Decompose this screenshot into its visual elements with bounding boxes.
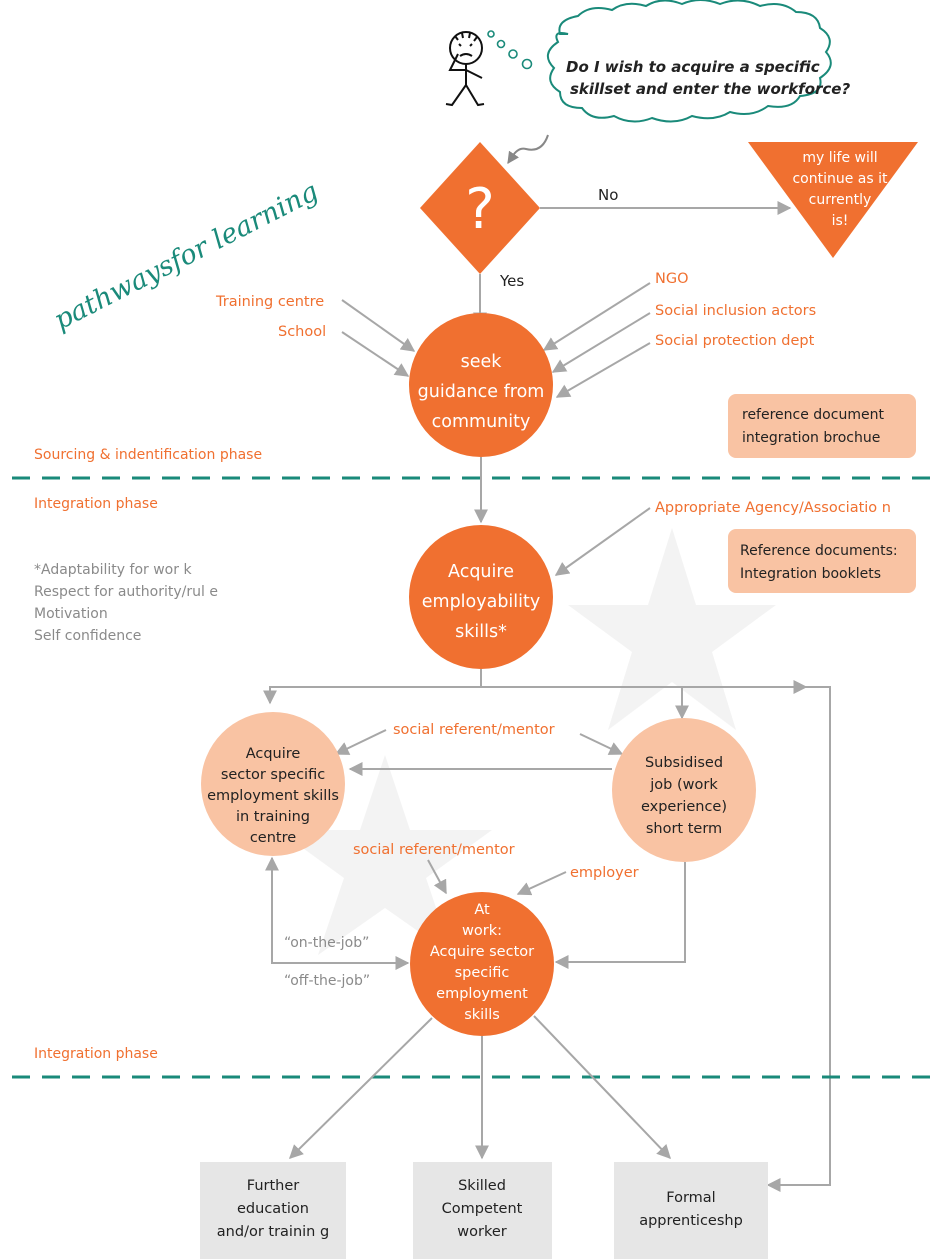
off-the-job-label: “off-the-job” <box>284 973 370 989</box>
outcome2-line-2: Competent <box>442 1201 523 1217</box>
mentor-bottom-label: social referent/mentor <box>353 842 515 858</box>
at-work-line-4: specific <box>455 965 510 981</box>
source-school: School <box>278 324 326 340</box>
employability-line-3: skills* <box>455 622 507 642</box>
employability-line-1: Acquire <box>448 562 514 582</box>
no-outcome-triangle <box>748 142 918 258</box>
ref2-line-2: Integration booklets <box>740 566 881 582</box>
thought-line-1: Do I wish to acquire a specific <box>566 58 820 76</box>
seek-line-2: guidance from <box>418 382 545 402</box>
training-line-3: employment skills <box>207 788 339 804</box>
training-line-4: in training <box>236 809 310 825</box>
source-ngo: NGO <box>655 271 689 287</box>
node-subsidised-job <box>612 718 756 862</box>
background-star-left <box>278 755 492 955</box>
thought-line-2: skillset and enter the workforce? <box>570 80 850 98</box>
ref1-line-2: integration brochue <box>742 430 880 446</box>
outcome-further-education <box>200 1162 346 1259</box>
source-social-protection: Social protection dept <box>655 333 815 349</box>
curly-arrow <box>507 134 549 164</box>
thinking-person-icon <box>445 31 485 107</box>
node-seek-guidance <box>409 313 553 457</box>
training-line-1: Acquire <box>246 746 301 762</box>
agency-label: Appropriate Agency/Associatio n <box>655 500 891 516</box>
phase-integration-top-label: Integration phase <box>34 496 158 512</box>
node-at-work <box>410 892 554 1036</box>
diagram-title: pathwaysfor learning <box>49 176 323 336</box>
decision-symbol: ? <box>465 177 495 242</box>
note-respect: Respect for authority/rul e <box>34 584 218 600</box>
subsidised-line-3: experience) <box>641 799 727 815</box>
yes-label: Yes <box>499 272 524 290</box>
reference-box-brochure <box>728 394 916 458</box>
at-work-line-5: employment <box>436 986 528 1002</box>
outcome-skilled-worker <box>413 1162 552 1259</box>
at-work-line-6: skills <box>464 1007 500 1023</box>
subsidised-line-4: short term <box>646 821 722 837</box>
outcome2-line-3: worker <box>457 1224 506 1240</box>
outcome3-line-2: apprenticeshp <box>639 1213 743 1229</box>
employer-label: employer <box>570 865 639 881</box>
no-outcome-line-1: my life will <box>802 150 877 166</box>
mentor-top-label: social referent/mentor <box>393 722 555 738</box>
outcome1-line-3: and/or trainin g <box>217 1224 329 1240</box>
source-training-centre: Training centre <box>215 294 324 310</box>
node-training-centre <box>201 712 345 856</box>
outcome1-line-1: Further <box>247 1178 299 1194</box>
at-work-line-3: Acquire sector <box>430 944 534 960</box>
at-work-line-2: work: <box>462 923 502 939</box>
reference-box-booklets <box>728 529 916 593</box>
subsidised-line-1: Subsidised <box>645 755 723 771</box>
background-star-right <box>568 528 776 730</box>
thought-bubbles <box>487 30 533 70</box>
thought-cloud <box>547 0 832 123</box>
source-social-inclusion: Social inclusion actors <box>655 303 816 319</box>
employability-line-2: employability <box>422 592 540 612</box>
outcome3-line-1: Formal <box>666 1190 715 1206</box>
ref2-line-1: Reference documents: <box>740 543 898 559</box>
no-outcome-line-3: currently <box>809 192 872 208</box>
outcome1-line-2: education <box>237 1201 309 1217</box>
no-outcome-line-2: continue as it <box>792 171 888 187</box>
seek-line-1: seek <box>461 352 503 372</box>
outcome-apprenticeship <box>614 1162 768 1259</box>
outcome2-line-1: Skilled <box>458 1178 506 1194</box>
phase-sourcing-label: Sourcing & indentification phase <box>34 447 262 463</box>
no-label: No <box>598 186 618 204</box>
phase-integration-bottom-label: Integration phase <box>34 1046 158 1062</box>
subsidised-line-2: job (work <box>649 777 718 793</box>
seek-line-3: community <box>432 412 531 432</box>
decision-diamond <box>420 142 540 274</box>
note-confidence: Self confidence <box>34 628 141 644</box>
no-outcome-line-4: is! <box>832 213 849 229</box>
training-line-5: centre <box>250 830 296 846</box>
on-the-job-label: “on-the-job” <box>284 935 369 951</box>
at-work-line-1: At <box>474 902 490 918</box>
training-line-2: sector specific <box>221 767 325 783</box>
note-adaptability: *Adaptability for wor k <box>34 562 192 578</box>
ref1-line-1: reference document <box>742 407 884 423</box>
note-motivation: Motivation <box>34 606 108 622</box>
node-employability <box>409 525 553 669</box>
